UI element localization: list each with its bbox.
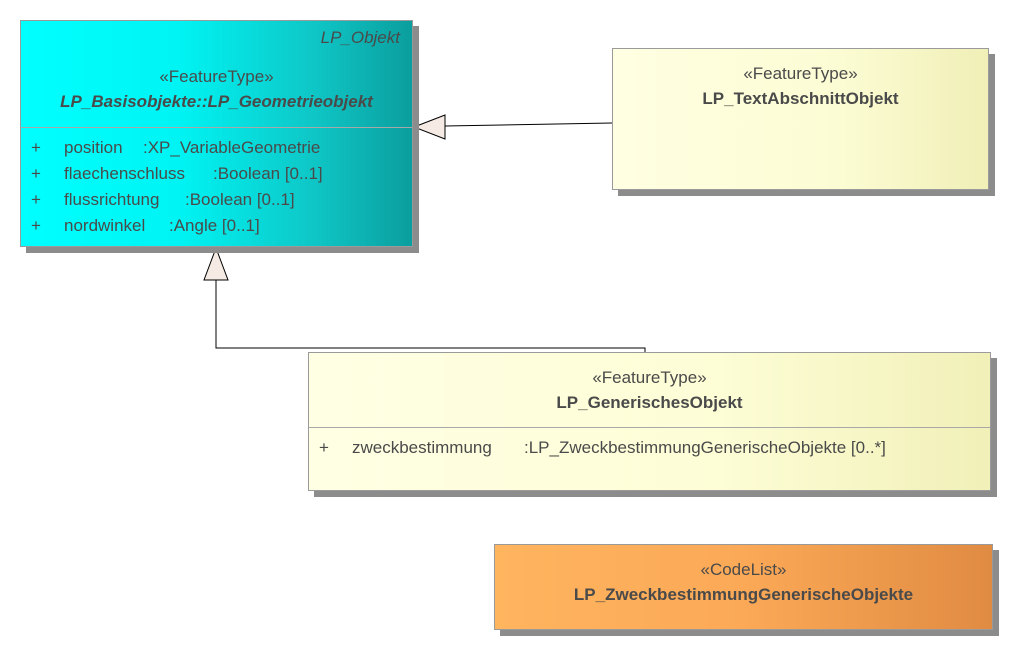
visibility-marker: +: [31, 164, 41, 183]
stereotype-label: «FeatureType»: [743, 64, 858, 83]
inheritance-arrowhead-icon: [412, 114, 446, 140]
attribute-row[interactable]: + flussrichtung :Boolean [0..1]: [21, 187, 412, 213]
visibility-marker: +: [31, 138, 41, 157]
stereotype-label: «CodeList»: [700, 560, 787, 579]
attribute-type: :LP_ZweckbestimmungGenerischeObjekte [0.…: [524, 438, 886, 457]
class-lp-textabschnittobjekt[interactable]: «FeatureType» LP_TextAbschnittObjekt: [612, 48, 989, 190]
attribute-name: nordwinkel: [64, 216, 146, 235]
attribute-row[interactable]: + flaechenschluss :Boolean [0..1]: [21, 161, 412, 187]
attribute-name: position: [64, 138, 123, 157]
class-name: LP_Basisobjekte::LP_Geometrieobjekt: [60, 92, 373, 111]
attribute-type: :Boolean [0..1]: [185, 190, 295, 209]
class-header: «FeatureType» LP_TextAbschnittObjekt: [613, 61, 988, 111]
visibility-marker: +: [31, 216, 41, 235]
attribute-name: zweckbestimmung: [352, 438, 492, 457]
stereotype-label: «FeatureType»: [159, 67, 274, 86]
generalization-generisch[interactable]: [203, 246, 646, 352]
attribute-row[interactable]: + zweckbestimmung :LP_ZweckbestimmungGen…: [309, 435, 990, 461]
inheritance-arrowhead-icon: [203, 246, 229, 281]
class-header: «FeatureType» LP_Basisobjekte::LP_Geomet…: [21, 64, 412, 114]
class-lp-geometrieobjekt[interactable]: LP_Objekt «FeatureType» LP_Basisobjekte:…: [20, 20, 413, 247]
attribute-row[interactable]: + position :XP_VariableGeometrie: [21, 135, 412, 161]
attribute-name: flussrichtung: [64, 190, 160, 209]
visibility-marker: +: [319, 438, 329, 457]
attribute-type: :XP_VariableGeometrie: [143, 138, 321, 157]
class-header: «FeatureType» LP_GenerischesObjekt: [309, 365, 990, 415]
attribute-type: :Angle [0..1]: [169, 216, 260, 235]
visibility-marker: +: [31, 190, 41, 209]
class-lp-generischesobjekt[interactable]: «FeatureType» LP_GenerischesObjekt + zwe…: [308, 352, 991, 491]
generalization-textabschnitt[interactable]: [412, 114, 613, 140]
class-header: «CodeList» LP_ZweckbestimmungGenerischeO…: [495, 557, 992, 607]
attribute-type: :Boolean [0..1]: [213, 164, 323, 183]
attribute-compartment: + zweckbestimmung :LP_ZweckbestimmungGen…: [309, 427, 990, 461]
attribute-compartment: + position :XP_VariableGeometrie + flaec…: [21, 127, 412, 239]
class-name: LP_GenerischesObjekt: [556, 393, 743, 412]
stereotype-label: «FeatureType»: [592, 368, 707, 387]
class-name: LP_TextAbschnittObjekt: [702, 89, 899, 108]
attribute-row[interactable]: + nordwinkel :Angle [0..1]: [21, 213, 412, 239]
package-label: LP_Objekt: [320, 28, 400, 47]
class-lp-zweckbestimmunggenerischeobjekte[interactable]: «CodeList» LP_ZweckbestimmungGenerischeO…: [494, 544, 993, 630]
attribute-name: flaechenschluss: [64, 164, 185, 183]
class-name: LP_ZweckbestimmungGenerischeObjekte: [573, 585, 914, 604]
